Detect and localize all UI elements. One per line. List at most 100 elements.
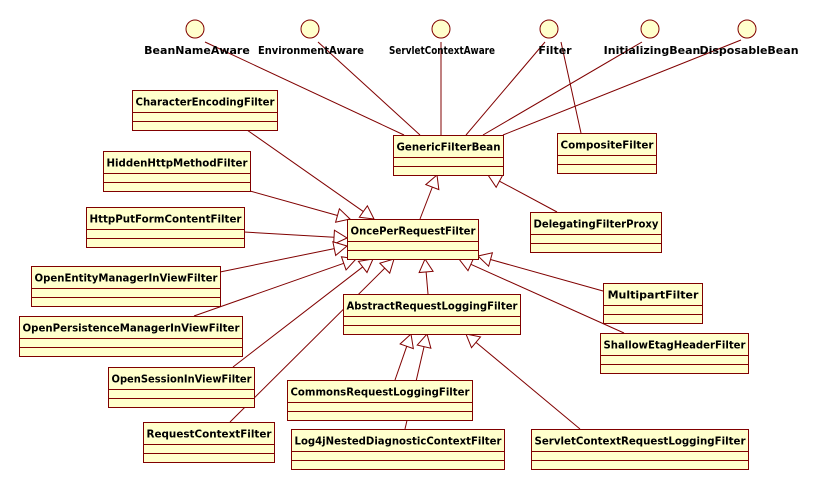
edge-gfb-realizes-db [502,39,742,136]
class-name: OpenEntityManagerInViewFilter [35,272,219,285]
generalization-arrowhead [424,174,440,191]
edge-line [246,129,364,212]
generalization-arrowhead [358,204,375,220]
interface-ea[interactable]: EnvironmentAware [258,19,364,57]
edge-line [470,263,625,334]
class-name: GenericFilterBean [397,141,501,154]
generalization-arrowhead [332,241,349,257]
interface-label: BeanNameAware [144,44,250,57]
class-box-frame [287,380,473,421]
class-box-frame [557,133,657,174]
class-box-frame [132,90,278,131]
class-box-frame [19,316,243,357]
edge-hpfc-extends-oprf [243,229,349,246]
generalization-arrowhead [418,257,434,274]
class-box-scrl[interactable]: ServletContextRequestLoggingFilter [531,429,749,470]
interface-circle-icon [185,19,205,39]
edge-line [232,266,364,368]
edge-scrl-extends-arlf [465,333,581,430]
generalization-arrowhead [476,252,494,268]
generalization-arrowhead [487,174,504,189]
edge-cef-extends-oprf [246,129,375,220]
class-name: AbstractRequestLoggingFilter [347,300,519,313]
generalization-arrowhead [333,229,349,246]
class-name: HiddenHttpMethodFilter [107,157,249,170]
edge-crlf-extends-arlf [394,333,414,381]
class-name: OpenSessionInViewFilter [112,373,253,386]
edge-oemv-extends-oprf [219,241,349,273]
interface-label: EnvironmentAware [258,44,364,57]
class-name: ServletContextRequestLoggingFilter [535,435,747,448]
class-name: HttpPutFormContentFilter [90,213,243,226]
class-box-rcf[interactable]: RequestContextFilter [143,422,275,463]
class-name: CompositeFilter [561,139,655,152]
class-box-opmv[interactable]: OpenPersistenceManagerInViewFilter [19,316,243,357]
generalization-arrowhead [416,332,432,349]
generalization-arrowhead [334,207,352,223]
interface-label: ServletContextAware [389,44,495,57]
class-box-frame [103,151,251,192]
class-box-oemv[interactable]: OpenEntityManagerInViewFilter [31,266,221,307]
edge-line [394,346,408,381]
class-box-frame [343,294,521,335]
generalization-arrowhead [357,258,374,274]
edge-line [243,231,335,238]
edge-line [499,180,558,213]
edge-line [475,341,581,430]
edge-line [193,262,344,317]
class-box-gfb[interactable]: GenericFilterBean [393,135,504,176]
class-name: RequestContextFilter [147,428,273,441]
class-box-hpfc[interactable]: HttpPutFormContentFilter [86,207,245,248]
class-name: Log4jNestedDiagnosticContextFilter [295,435,503,448]
interface-circle-icon [431,19,451,39]
edge-oprf-extends-gfb [419,174,440,220]
edge-dfp-extends-gfb [487,174,558,213]
class-name: CharacterEncodingFilter [136,96,276,109]
class-box-frame [393,135,504,176]
interface-label: InitializingBean [604,44,701,57]
interface-sca[interactable]: ServletContextAware [389,19,495,57]
class-box-frame [603,283,703,324]
class-box-mpf[interactable]: MultipartFilter [603,283,703,324]
interface-circle-icon [737,19,757,39]
class-box-cef[interactable]: CharacterEncodingFilter [132,90,278,131]
interface-bna[interactable]: BeanNameAware [144,19,250,57]
edge-gfb-realizes-bna [204,41,405,136]
class-name: OncePerRequestFilter [351,225,477,238]
class-box-frame [530,212,662,253]
class-box-oprf[interactable]: OncePerRequestFilter [347,219,479,260]
class-box-osiv[interactable]: OpenSessionInViewFilter [108,367,255,408]
class-box-crlf[interactable]: CommonsRequestLoggingFilter [287,380,473,421]
generalization-arrowhead [465,333,482,349]
class-box-frame [291,429,505,470]
class-box-cf[interactable]: CompositeFilter [557,133,657,174]
edge-gfb-realizes-ib [482,41,643,136]
class-box-dfp[interactable]: DelegatingFilterProxy [530,212,662,253]
edge-line [490,259,604,292]
interface-label: Filter [538,44,572,57]
edge-line [249,190,338,216]
class-name: MultipartFilter [608,289,699,302]
edge-gfb-realizes-flt [465,41,546,136]
class-name: ShallowEtagHeaderFilter [604,339,747,352]
edge-line [229,267,386,423]
edge-line [219,248,335,273]
class-box-frame [86,207,245,248]
generalization-arrowhead [399,333,414,350]
interface-db[interactable]: DisposableBean [699,19,799,57]
edge-gfb-realizes-ea [317,41,421,136]
class-name: CommonsRequestLoggingFilter [291,386,471,399]
class-box-l4nd[interactable]: Log4jNestedDiagnosticContextFilter [291,429,505,470]
edge-osiv-extends-oprf [232,258,374,368]
class-box-arlf[interactable]: AbstractRequestLoggingFilter [343,294,521,335]
class-box-hhmf[interactable]: HiddenHttpMethodFilter [103,151,251,192]
class-box-frame [143,422,275,463]
interface-ib[interactable]: InitializingBean [604,19,701,57]
class-box-frame [531,429,749,470]
edge-line [425,271,429,295]
edge-hhmf-extends-oprf [249,190,352,223]
class-box-sehf[interactable]: ShallowEtagHeaderFilter [600,333,749,374]
interface-flt[interactable]: Filter [538,19,572,57]
